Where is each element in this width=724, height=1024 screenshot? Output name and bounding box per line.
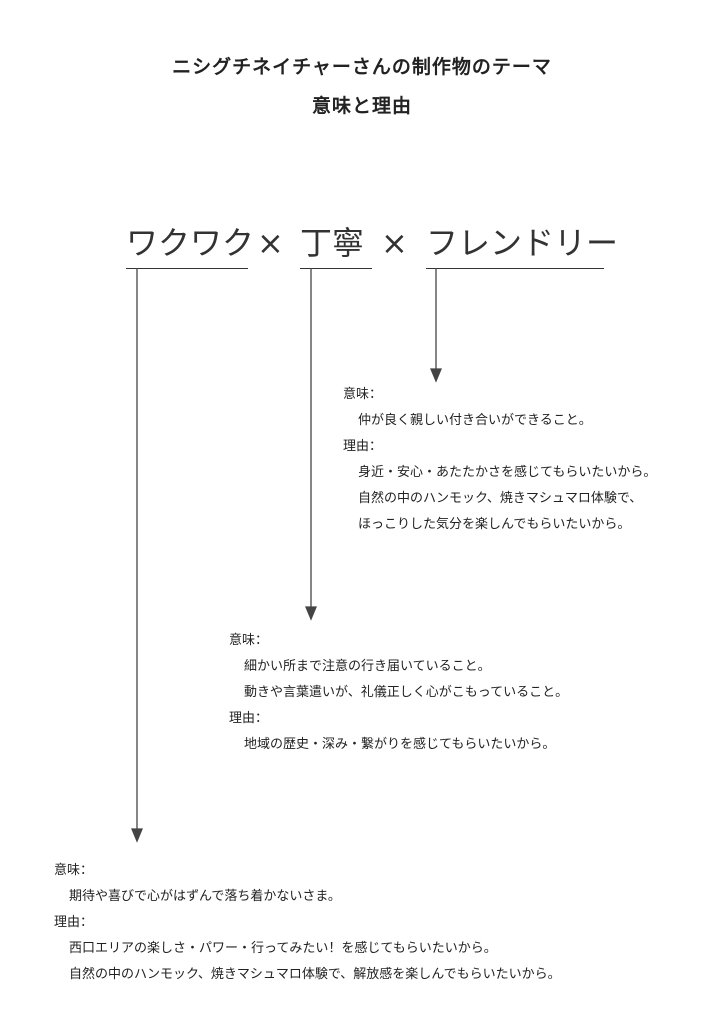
arrowhead-teinei <box>305 606 317 621</box>
theme-word-wakuwaku: ワクワク <box>126 222 254 269</box>
reason-text: 身近・安心・あたたかさを感じてもらいたいから。 <box>358 465 657 480</box>
page-title: ニシグチネイチャーさんの制作物のテーマ <box>172 56 552 78</box>
times-symbol: × <box>381 224 408 262</box>
reason-label: 理由： <box>229 711 269 726</box>
times-symbol: × <box>257 224 284 262</box>
meaning-text: 細かい所まで注意の行き届いていること。 <box>244 659 491 674</box>
reason-text: 西口エリアの楽しさ・パワー・行ってみたい！を感じてもらいたいから。 <box>69 941 497 956</box>
meaning-text: 仲が良く親しい付き合いができること。 <box>358 413 592 428</box>
page-subtitle: 意味と理由 <box>311 95 412 117</box>
theme-word-teinei: 丁寧 <box>300 222 372 269</box>
friendly-explanation: 意味： 仲が良く親しい付き合いができること。 理由： 身近・安心・あたたかさを感… <box>343 382 656 538</box>
reason-text: ほっこりした気分を楽しんでもらいたいから。 <box>358 517 631 532</box>
meaning-text: 動きや言葉遣いが、礼儀正しく心がこもっていること。 <box>244 685 569 700</box>
reason-label: 理由： <box>343 439 383 454</box>
reason-text: 地域の歴史・深み・繋がりを感じてもらいたいから。 <box>244 737 556 752</box>
arrowhead-wakuwaku <box>131 828 143 843</box>
reason-label: 理由： <box>54 915 94 930</box>
meaning-text: 期待や喜びで心がはずんで落ち着かないさま。 <box>69 889 341 904</box>
arrowhead-friendly <box>430 368 442 383</box>
theme-word-friendly: フレンドリー <box>426 222 618 269</box>
reason-text: 自然の中のハンモック、焼きマシュマロ体験で、解放感を楽しんでもらいたいから。 <box>69 967 561 982</box>
meaning-label: 意味： <box>54 863 94 878</box>
reason-text: 自然の中のハンモック、焼きマシュマロ体験で、 <box>358 491 643 506</box>
meaning-label: 意味： <box>229 633 269 648</box>
teinei-explanation: 意味： 細かい所まで注意の行き届いていること。 動きや言葉遣いが、礼儀正しく心が… <box>229 628 568 758</box>
wakuwaku-explanation: 意味： 期待や喜びで心がはずんで落ち着かないさま。 理由： 西口エリアの楽しさ・… <box>54 858 561 988</box>
meaning-label: 意味： <box>343 387 383 402</box>
